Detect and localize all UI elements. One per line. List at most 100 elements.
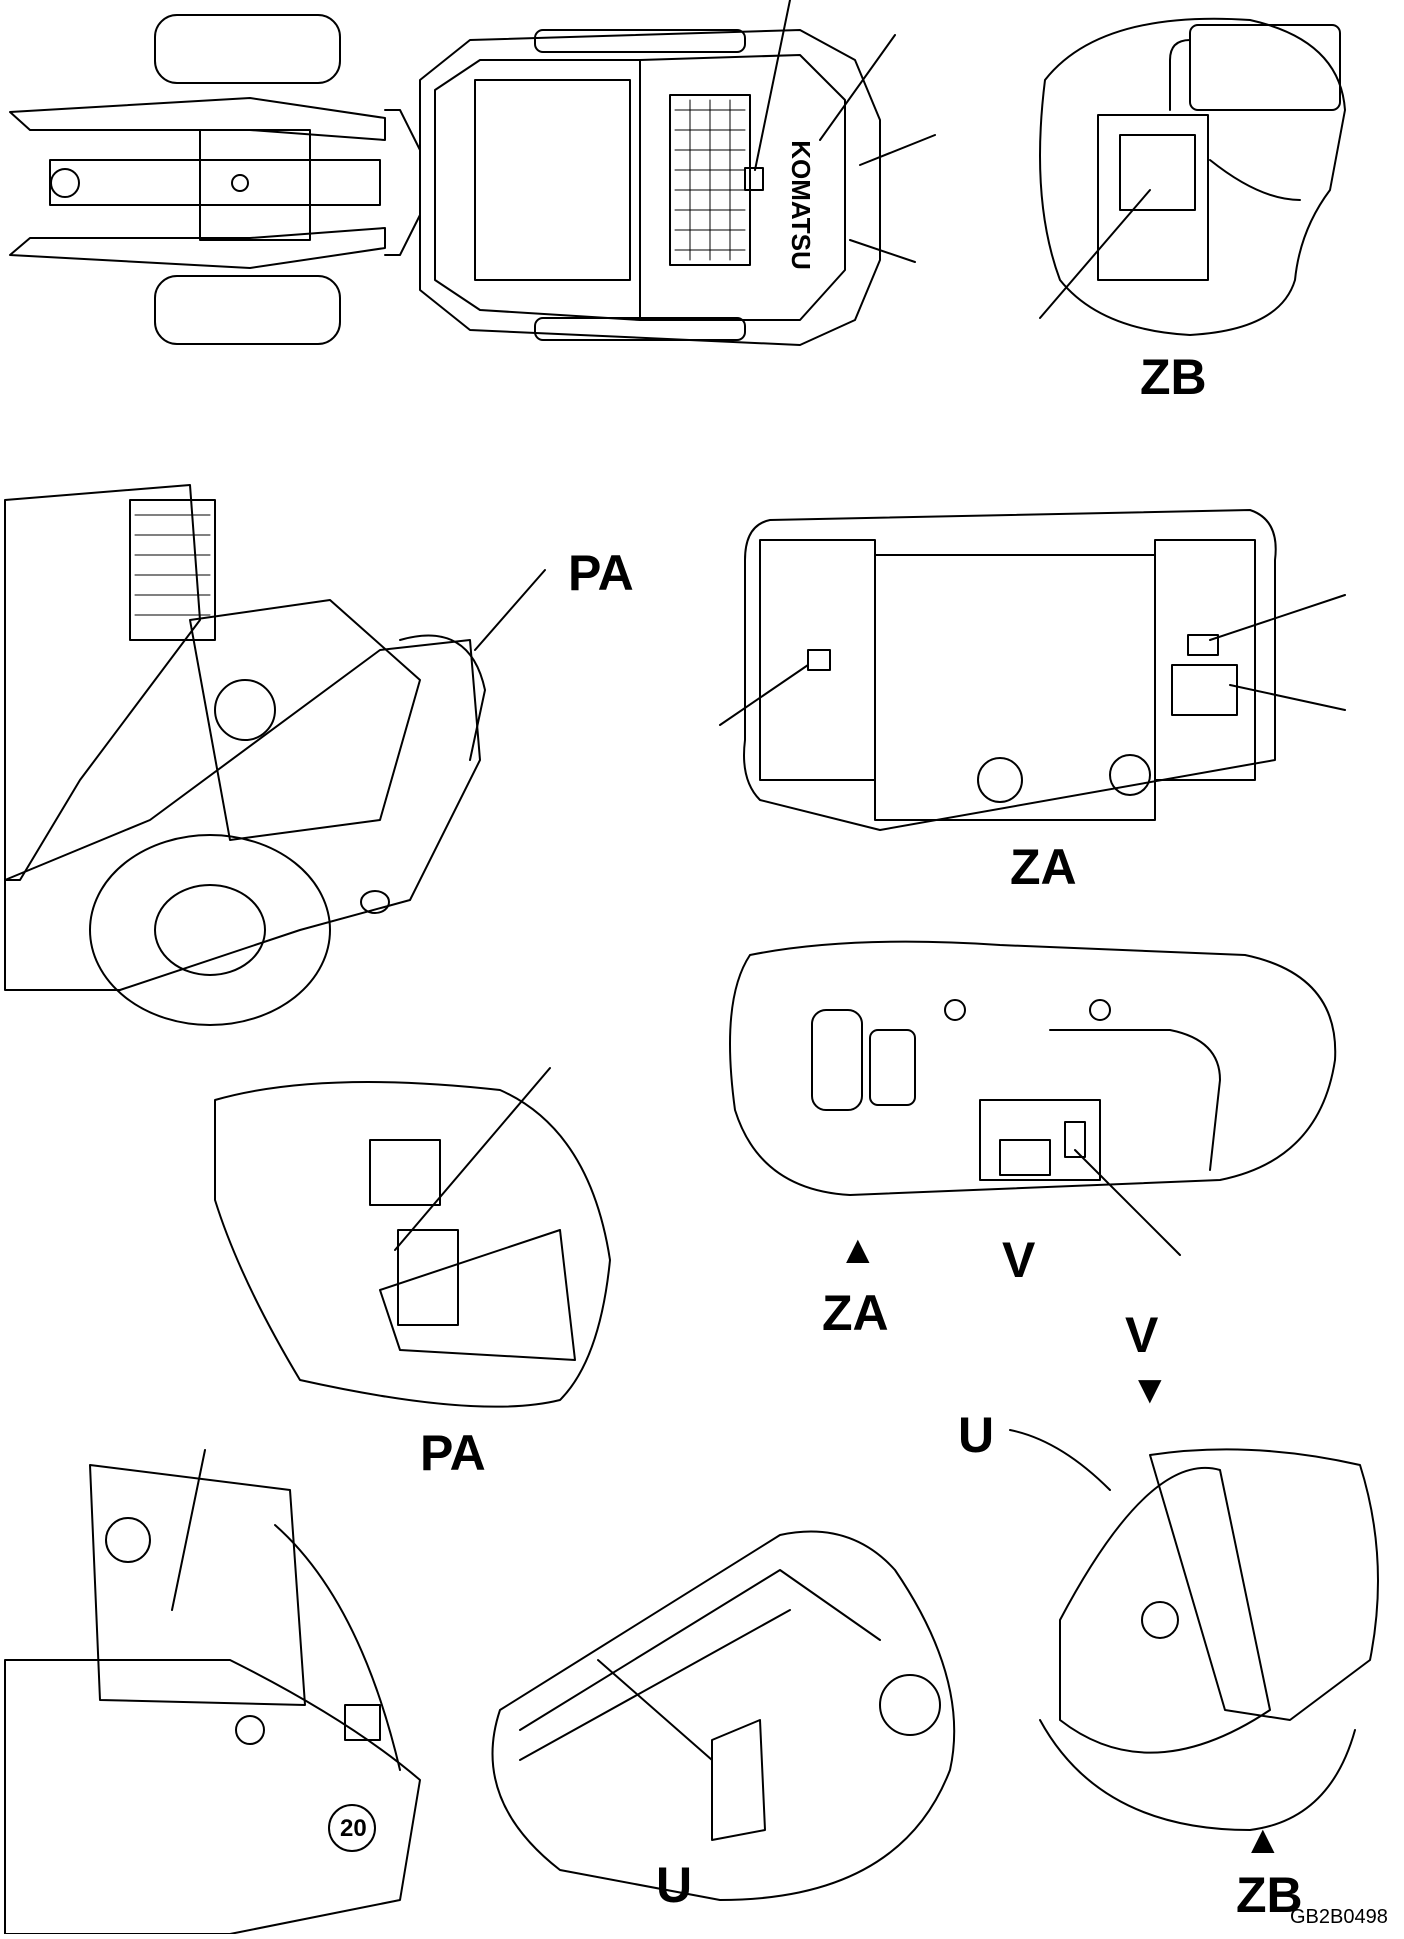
u-decal (711, 1719, 766, 1841)
label-pa-top: PA (568, 545, 634, 601)
speed-plate-text: 20 (340, 1815, 367, 1842)
top-wheel-left (154, 14, 341, 84)
arrow-up-zb: ▲ (1243, 1818, 1283, 1862)
u-detail-outline (491, 1530, 956, 1901)
top-view-machine (9, 0, 936, 346)
arrow-up-za: ▲ (838, 1228, 878, 1272)
top-arm-upper (9, 97, 386, 141)
pa-plate (360, 890, 390, 914)
v-view (729, 940, 1337, 1256)
v-bolt (944, 999, 966, 1021)
leader-line (1229, 684, 1346, 711)
za-engine (874, 554, 1156, 821)
leader-line (859, 134, 936, 166)
top-decal (744, 167, 764, 191)
top-wheel-right (154, 275, 341, 345)
v-bracket (979, 1099, 1101, 1181)
zb-tank (1189, 24, 1341, 111)
pa-hood-open (4, 484, 201, 881)
bottom-right-machine (1009, 1429, 1379, 1831)
label-u-bottom: U (656, 1857, 693, 1913)
label-zb-top: ZB (1140, 349, 1207, 405)
br-pulley (1141, 1601, 1179, 1639)
v-duct (1049, 1029, 1221, 1171)
top-fender-upper (534, 29, 746, 53)
top-fender-lower (534, 317, 746, 341)
za-pulley-2 (1109, 754, 1151, 796)
leader-line (1039, 189, 1151, 319)
leader-line (754, 0, 791, 171)
label-za-arrow: ZA (822, 1285, 889, 1341)
leader-line (719, 664, 809, 726)
zb-detail (1039, 17, 1346, 336)
v-decal-warning (999, 1139, 1051, 1176)
v-bolt-2 (1089, 999, 1111, 1021)
pa-pulley (214, 679, 276, 741)
leader-line (1074, 1149, 1181, 1256)
bl-fan (105, 1517, 151, 1563)
za-left-panel (759, 539, 876, 781)
v-filter (811, 1009, 863, 1111)
pa-wheel-hub (154, 884, 266, 976)
leader-line (171, 1449, 206, 1611)
pa-cowl (379, 1229, 576, 1361)
za-decal-large (1171, 664, 1238, 716)
pa-body (4, 639, 481, 991)
br-open-hood (1149, 1448, 1379, 1721)
u-detail (491, 1530, 956, 1901)
arrow-down-v: ▼ (1130, 1368, 1170, 1412)
top-arm-lower (9, 227, 386, 269)
za-pulley (977, 757, 1023, 803)
u-edge (519, 1569, 881, 1731)
bl-open-hood (89, 1464, 306, 1706)
zb-hose (1209, 159, 1301, 201)
br-u-leader (1009, 1429, 1111, 1491)
u-cap (879, 1674, 941, 1736)
top-body-outline (419, 29, 881, 346)
leader-line (394, 1067, 551, 1251)
bottom-left-machine (4, 1449, 421, 1935)
pa-grille (129, 499, 216, 641)
pa-panel (397, 1229, 459, 1326)
top-grille (669, 94, 751, 266)
pa-engine-bay (189, 599, 421, 841)
label-v-arrow: V (1125, 1307, 1159, 1363)
zb-detail-outline (1039, 17, 1346, 336)
label-za-mid: ZA (1010, 839, 1077, 895)
bl-filler (235, 1715, 265, 1745)
top-center-plate (199, 129, 311, 241)
bl-speed-plate (328, 1804, 376, 1852)
v-decal-small (1064, 1121, 1086, 1158)
zb-housing (1097, 114, 1209, 281)
drawing-code: GB2B0498 (1290, 1906, 1388, 1928)
top-pivot-2 (231, 174, 249, 192)
leader-line (849, 239, 916, 263)
label-zb-bottom: ZB (1236, 1867, 1303, 1923)
top-joint (384, 109, 421, 256)
pa-detail (214, 1067, 611, 1408)
zb-box (1119, 134, 1196, 211)
br-body (1059, 1466, 1271, 1754)
top-pivot (50, 168, 80, 198)
pa-detail-circle (399, 634, 486, 761)
label-pa-bottom: PA (420, 1425, 486, 1481)
u-edge-2 (519, 1609, 791, 1761)
top-cab (639, 54, 846, 321)
za-right-panel (1154, 539, 1256, 781)
za-frame (743, 509, 1277, 831)
pa-machine-view (4, 484, 546, 1026)
label-v-mid: V (1002, 1232, 1036, 1288)
label-u-callout: U (958, 1407, 995, 1463)
leader-line (474, 569, 546, 651)
bl-body (4, 1659, 421, 1935)
pa-wheel (89, 834, 331, 1026)
leader-line (1209, 594, 1346, 641)
pa-bracket (369, 1139, 441, 1206)
pa-detail-outline (214, 1081, 611, 1408)
v-frame-outline (729, 940, 1337, 1196)
brand-text: KOMATSU (786, 140, 816, 270)
top-center-beam (49, 159, 381, 206)
v-filter-2 (869, 1029, 916, 1106)
